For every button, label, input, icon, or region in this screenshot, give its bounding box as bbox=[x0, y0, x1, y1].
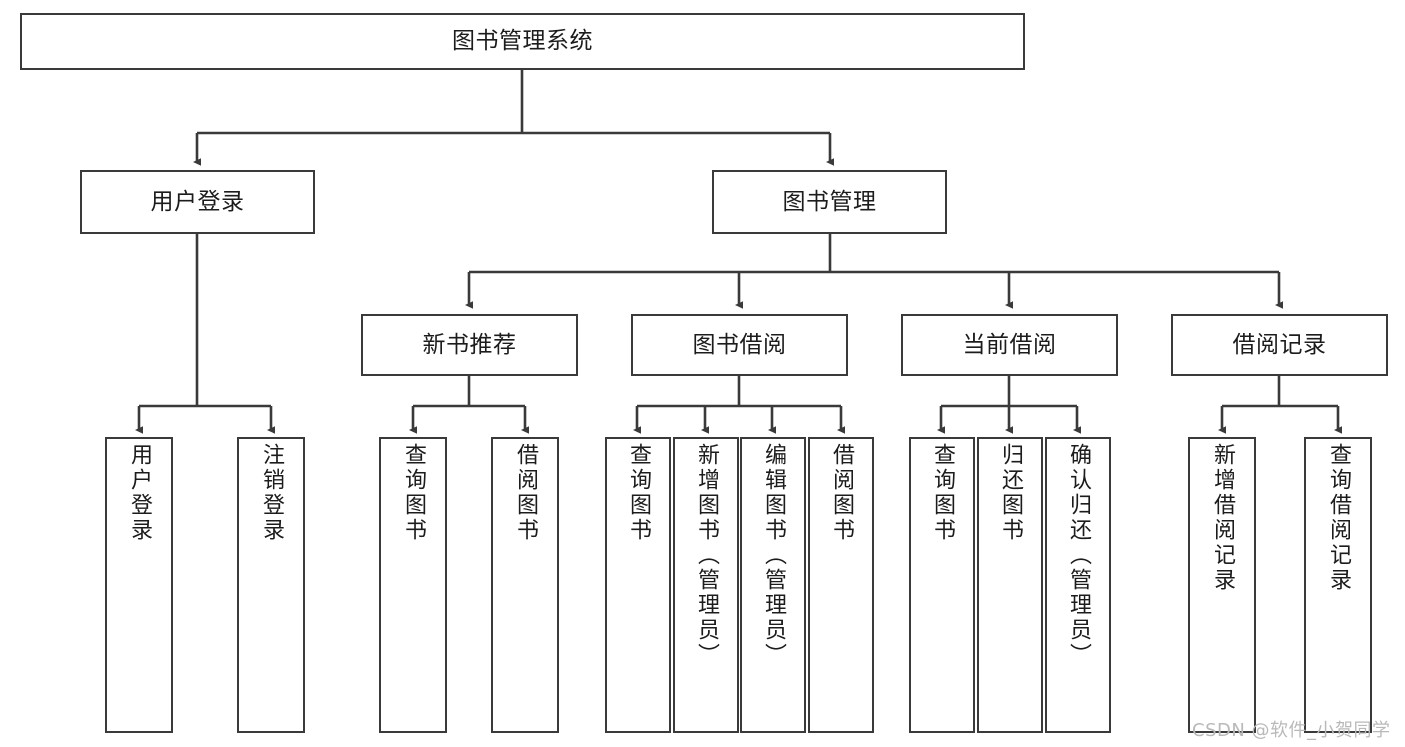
node-borrow-record[interactable]: 借阅记录 bbox=[1171, 314, 1388, 376]
node-label: 图书管理 bbox=[782, 188, 877, 215]
node-label: 图书借阅 bbox=[692, 331, 787, 358]
node-label: 借阅记录 bbox=[1232, 331, 1327, 358]
node-leaf-borrow-book[interactable]: 借阅图书 bbox=[808, 437, 874, 733]
node-leaf-logout[interactable]: 注销登录 bbox=[237, 437, 305, 733]
node-user-login[interactable]: 用户登录 bbox=[80, 170, 315, 234]
node-leaf-query-book-current[interactable]: 查询图书 bbox=[909, 437, 975, 733]
node-leaf-borrow-book-recommend[interactable]: 借阅图书 bbox=[491, 437, 559, 733]
node-label: 新增图书（管理员） bbox=[694, 443, 719, 668]
node-leaf-confirm-return-admin[interactable]: 确认归还（管理员） bbox=[1045, 437, 1111, 733]
node-label: 当前借阅 bbox=[962, 331, 1057, 358]
node-leaf-return-book[interactable]: 归还图书 bbox=[977, 437, 1043, 733]
node-leaf-query-borrow-record[interactable]: 查询借阅记录 bbox=[1304, 437, 1372, 733]
node-current-borrow[interactable]: 当前借阅 bbox=[901, 314, 1118, 376]
node-label: 用户登录 bbox=[127, 443, 152, 543]
node-label: 借阅图书 bbox=[513, 443, 538, 543]
node-leaf-query-book-recommend[interactable]: 查询图书 bbox=[379, 437, 447, 733]
node-leaf-edit-book-admin[interactable]: 编辑图书（管理员） bbox=[740, 437, 806, 733]
node-leaf-query-book-borrow[interactable]: 查询图书 bbox=[605, 437, 671, 733]
node-label: 查询图书 bbox=[626, 443, 651, 543]
node-label: 借阅图书 bbox=[829, 443, 854, 543]
node-book-management[interactable]: 图书管理 bbox=[712, 170, 947, 234]
node-leaf-add-book-admin[interactable]: 新增图书（管理员） bbox=[673, 437, 739, 733]
node-label: 新增借阅记录 bbox=[1210, 443, 1235, 593]
node-label: 确认归还（管理员） bbox=[1066, 443, 1091, 668]
node-label: 归还图书 bbox=[998, 443, 1023, 543]
node-leaf-add-borrow-record[interactable]: 新增借阅记录 bbox=[1188, 437, 1256, 733]
node-label: 编辑图书（管理员） bbox=[761, 443, 786, 668]
node-label: 新书推荐 bbox=[422, 331, 517, 358]
node-label: 查询图书 bbox=[930, 443, 955, 543]
node-label: 查询借阅记录 bbox=[1326, 443, 1351, 593]
node-label: 图书管理系统 bbox=[452, 28, 593, 55]
node-book-borrow[interactable]: 图书借阅 bbox=[631, 314, 848, 376]
node-label: 查询图书 bbox=[401, 443, 426, 543]
watermark-text: CSDN @软件_小贺同学 bbox=[1192, 720, 1391, 741]
node-leaf-user-login[interactable]: 用户登录 bbox=[105, 437, 173, 733]
node-root-system[interactable]: 图书管理系统 bbox=[20, 13, 1025, 70]
node-label: 用户登录 bbox=[150, 188, 245, 215]
node-new-book-recommend[interactable]: 新书推荐 bbox=[361, 314, 578, 376]
node-label: 注销登录 bbox=[259, 443, 284, 543]
